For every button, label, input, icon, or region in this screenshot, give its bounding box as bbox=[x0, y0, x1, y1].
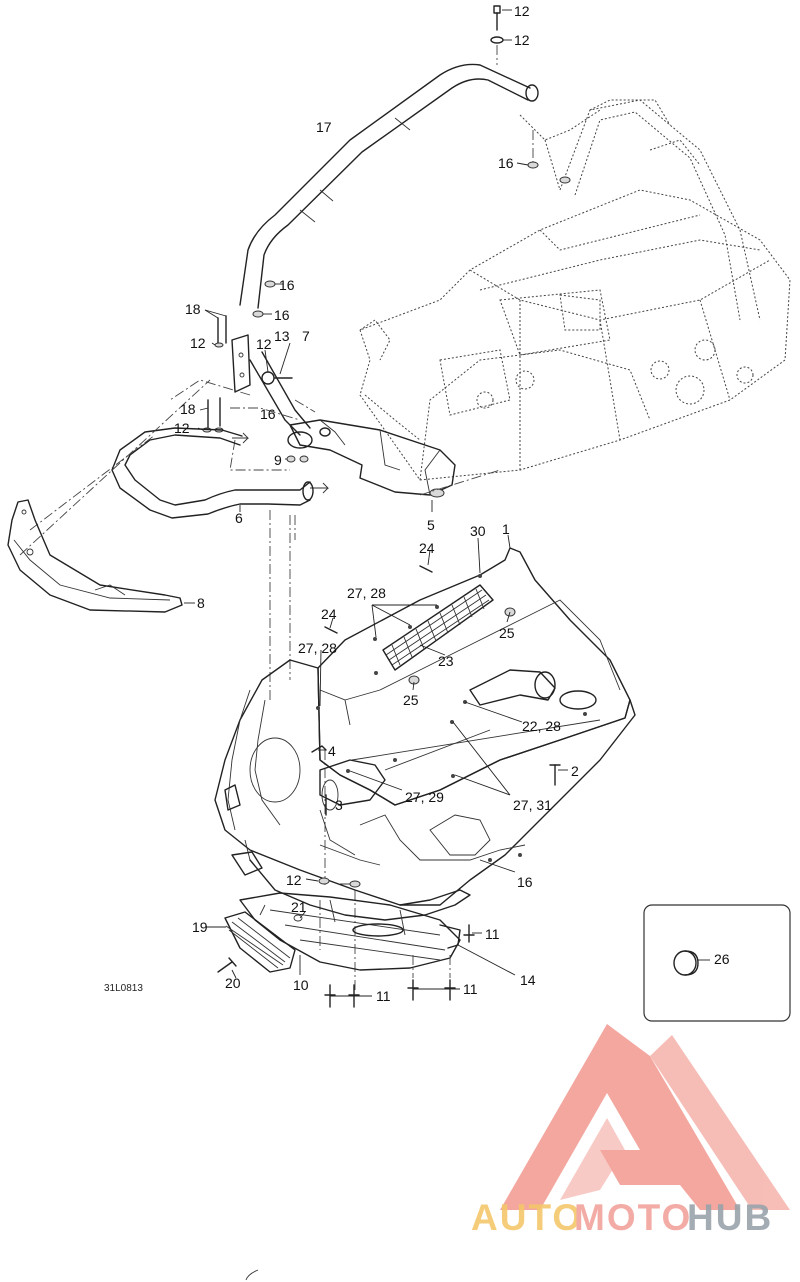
callout-label: 30 bbox=[470, 523, 486, 539]
bolt-18-top bbox=[490, 5, 512, 65]
front-bumper-6 bbox=[111, 427, 314, 540]
callout-label: 12 bbox=[174, 420, 190, 436]
callout-label: 12 bbox=[286, 872, 302, 888]
chassis-frame bbox=[359, 99, 791, 481]
callout-label: 18 bbox=[185, 301, 201, 317]
callout-label: 12 bbox=[190, 335, 206, 351]
callout-label: 6 bbox=[235, 510, 243, 526]
front-bumper-8 bbox=[7, 499, 195, 613]
callout-label: 11 bbox=[376, 988, 391, 1004]
lower-grille-19 bbox=[205, 911, 296, 979]
callout-label: 12 bbox=[514, 32, 530, 48]
callout-label: 16 bbox=[274, 307, 290, 323]
watermark-part-hub: HUB bbox=[687, 1197, 773, 1238]
callout-label: 2 bbox=[571, 763, 579, 779]
callout-label: 17 bbox=[316, 119, 332, 135]
callout-label: 20 bbox=[225, 975, 241, 991]
callout-label: 5 bbox=[427, 517, 435, 533]
callout-label: 4 bbox=[328, 743, 336, 759]
callout-label: 10 bbox=[293, 977, 309, 993]
callout-label: 3 bbox=[335, 797, 343, 813]
stray-mark bbox=[245, 1269, 259, 1281]
callout-label: 27, 31 bbox=[513, 797, 552, 813]
callout-labels: 12 12 17 16 16 18 16 13 7 12 12 18 16 12… bbox=[104, 3, 730, 1004]
callout-label: 14 bbox=[520, 972, 536, 988]
callout-label: 18 bbox=[180, 401, 196, 417]
callout-label: 22, 28 bbox=[522, 718, 561, 734]
callout-label: 27, 28 bbox=[298, 640, 337, 656]
mesh-grille-23 bbox=[385, 588, 490, 666]
callout-label: 25 bbox=[403, 692, 419, 708]
detail-inset-26 bbox=[643, 904, 791, 1022]
callout-label: 25 bbox=[499, 625, 515, 641]
watermark-part-auto: AUTO bbox=[471, 1197, 583, 1238]
callout-label: 27, 29 bbox=[405, 789, 444, 805]
logo-triangle-icon bbox=[500, 1024, 790, 1210]
callout-label: 11 bbox=[485, 926, 500, 942]
callout-label: 24 bbox=[321, 606, 337, 622]
belly-leaders bbox=[319, 534, 523, 873]
skid-plate-10 bbox=[239, 877, 516, 1008]
drawing-code: 31L0813 bbox=[104, 983, 143, 994]
callout-label: 16 bbox=[517, 874, 533, 890]
assembly-guide-lines bbox=[19, 379, 501, 990]
callout-label: 8 bbox=[197, 595, 205, 611]
callout-label: 26 bbox=[714, 951, 730, 967]
callout-label: 1 bbox=[502, 521, 510, 537]
callout-label: 27, 28 bbox=[347, 585, 386, 601]
washers-16 bbox=[252, 130, 571, 318]
callout-label: 9 bbox=[274, 452, 282, 468]
callout-label: 16 bbox=[279, 277, 295, 293]
watermark-part-moto: MOTO bbox=[574, 1197, 692, 1238]
callout-label: 21 bbox=[291, 899, 307, 915]
watermark-text: AUTO MOTO HUB bbox=[471, 1197, 773, 1238]
callout-label: 16 bbox=[260, 406, 276, 422]
callout-label: 16 bbox=[498, 155, 514, 171]
bracket-assembly bbox=[169, 309, 456, 512]
callout-label: 23 bbox=[438, 653, 454, 669]
callout-label: 19 bbox=[192, 919, 208, 935]
callout-label: 24 bbox=[419, 540, 435, 556]
callout-label: 13 bbox=[274, 328, 290, 344]
callout-label: 7 bbox=[302, 328, 310, 344]
callout-label: 12 bbox=[514, 3, 530, 19]
callout-label: 12 bbox=[256, 336, 272, 352]
callout-label: 11 bbox=[463, 981, 478, 997]
belly-pan-1 bbox=[214, 547, 636, 921]
steering-loop-17 bbox=[239, 63, 539, 309]
